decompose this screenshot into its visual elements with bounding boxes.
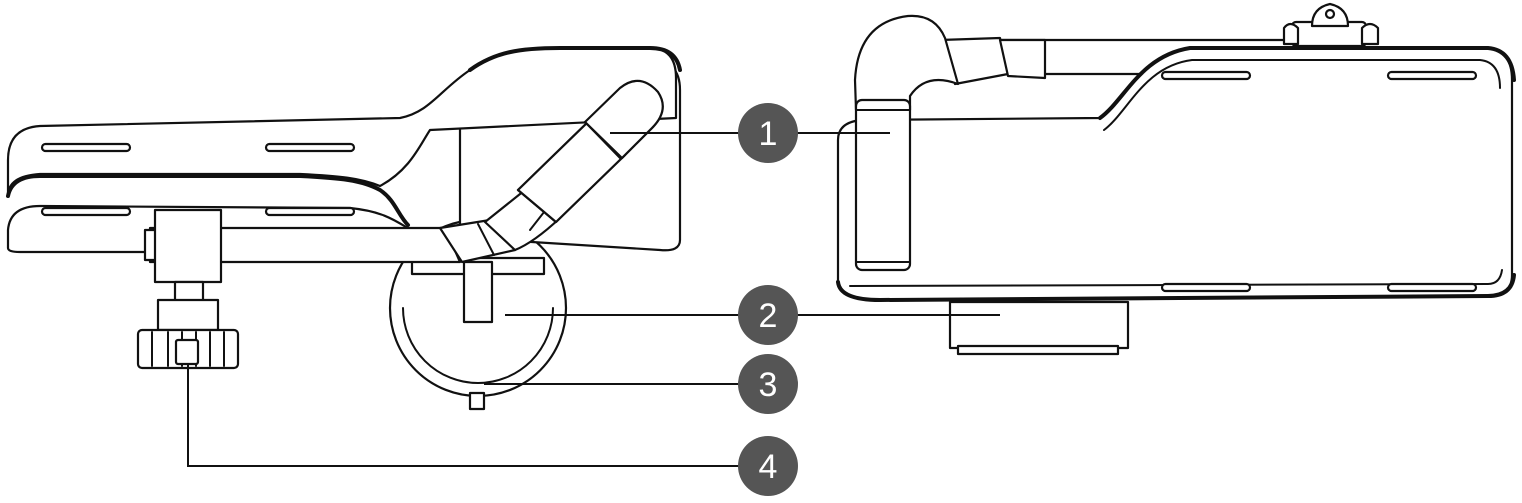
vent-slot [264, 142, 356, 153]
callout-3-number: 3 [759, 366, 778, 404]
vent-slot [40, 206, 132, 217]
bent-tube [853, 14, 1047, 272]
callout-1-number: 1 [759, 115, 778, 153]
callout-4: 4 [738, 436, 798, 496]
vent-slot [1386, 282, 1478, 293]
callout-4-number: 4 [759, 448, 778, 486]
callouts: 1 2 3 4 [187, 103, 1000, 496]
suction-base [948, 300, 1130, 356]
callout-1: 1 [738, 103, 798, 163]
vent-slot [264, 206, 356, 217]
callout-2: 2 [738, 285, 798, 345]
housing-front [6, 46, 678, 198]
callout-2-number: 2 [759, 297, 778, 335]
rear-housing [836, 46, 1514, 302]
side-view [6, 46, 682, 411]
callout-3: 3 [738, 354, 798, 414]
vent-slot [1160, 282, 1252, 293]
rear-view [836, 2, 1516, 356]
vent-slot [1386, 70, 1478, 81]
clamp-knob [136, 208, 240, 370]
vent-slot [40, 142, 132, 153]
vent-slot [1160, 70, 1252, 81]
